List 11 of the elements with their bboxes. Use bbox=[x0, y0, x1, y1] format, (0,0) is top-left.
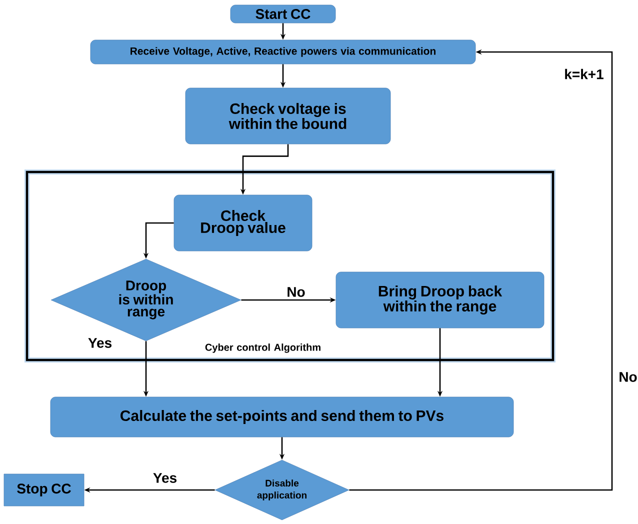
start-box: Start CC bbox=[230, 4, 336, 24]
end-box: Stop CC bbox=[4, 474, 84, 506]
edge-label: No bbox=[286, 286, 306, 298]
process-box: Calculate the set-points and send them to PVs bbox=[50, 396, 514, 438]
edge-label: No bbox=[618, 371, 638, 383]
edge-label: Yes bbox=[152, 472, 178, 484]
process-box: Bring Droop back within the range bbox=[336, 272, 544, 328]
process-box: Receive Voltage, Active, Reactive powers via communication bbox=[90, 40, 476, 64]
process-box: Check voltage is within the bound bbox=[185, 88, 391, 144]
process-box: Check Droop value bbox=[174, 194, 312, 252]
loop-counter-label: k=k+1 bbox=[565, 68, 604, 80]
